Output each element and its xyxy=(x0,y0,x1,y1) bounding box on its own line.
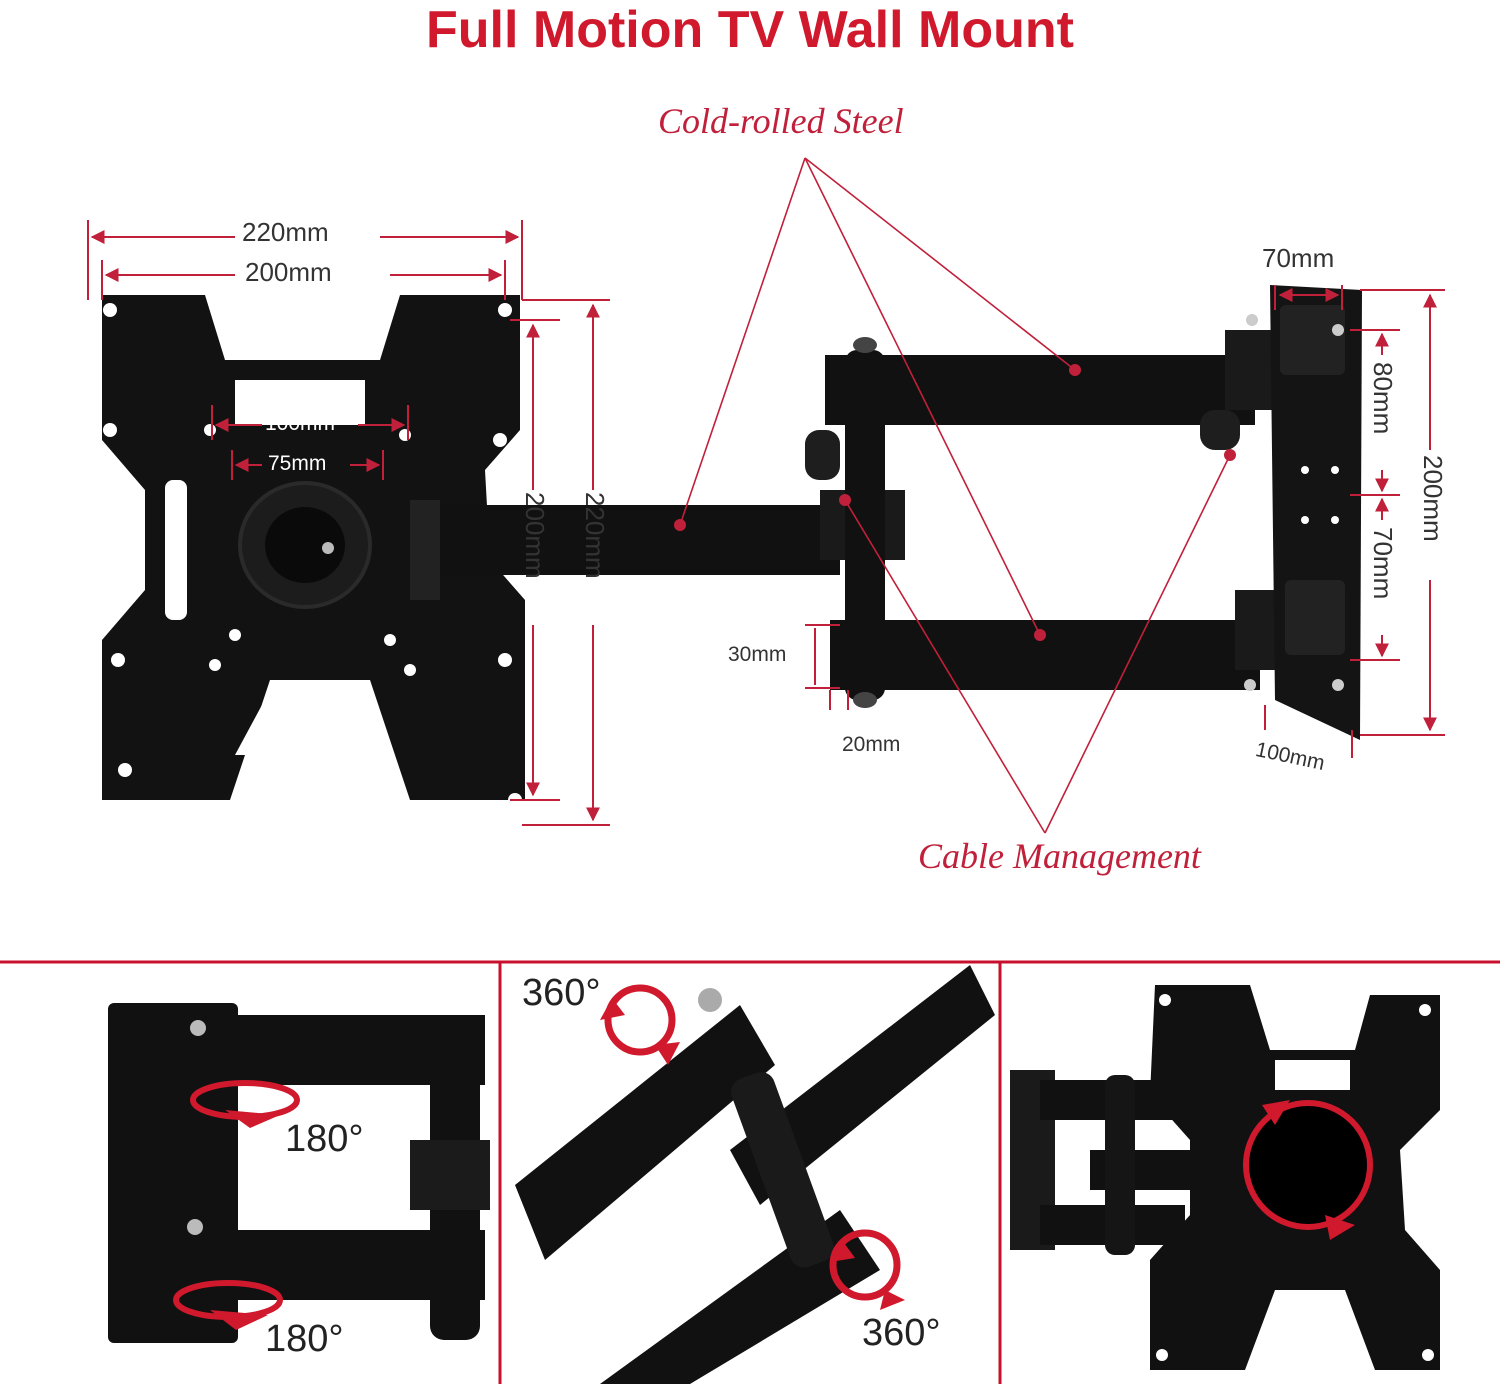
dim-plate-100: 100mm xyxy=(265,412,336,435)
rotation-360-top: 360° xyxy=(522,972,601,1014)
rotation-180-top: 180° xyxy=(285,1118,364,1160)
dim-plate-inner-width: 200mm xyxy=(245,257,332,287)
rotation-180-bottom: 180° xyxy=(265,1318,344,1360)
articulating-arms xyxy=(410,330,1295,708)
callout-cable-management: Cable Management xyxy=(918,836,1201,876)
panel-dividers xyxy=(0,960,1500,1384)
callout-dots xyxy=(674,364,1236,641)
callout-cold-rolled-steel: Cold-rolled Steel xyxy=(658,101,904,141)
dim-wall-70: 70mm xyxy=(1368,527,1398,600)
wall-plate xyxy=(1244,285,1362,740)
panel-swivel-360 xyxy=(515,965,995,1384)
dim-arm-width: 20mm xyxy=(842,733,901,756)
dim-plate-75: 75mm xyxy=(268,452,327,475)
rotation-360-bottom: 360° xyxy=(862,1312,941,1354)
panel-swivel-180 xyxy=(108,1003,490,1343)
dim-wall-80: 80mm xyxy=(1368,362,1398,435)
dim-wall-top-width: 70mm xyxy=(1262,243,1335,273)
callout-lines xyxy=(679,157,1231,834)
dim-wall-height: 200mm xyxy=(1418,455,1448,542)
dim-arm-height: 30mm xyxy=(728,643,787,666)
dim-plate-inner-height: 200mm xyxy=(520,492,550,579)
page-title: Full Motion TV Wall Mount xyxy=(426,1,1074,59)
panel-rotation xyxy=(1010,985,1440,1370)
dim-plate-outer-height: 220mm xyxy=(580,492,610,579)
dim-plate-outer-width: 220mm xyxy=(242,217,329,247)
dimension-lines xyxy=(87,220,1445,826)
